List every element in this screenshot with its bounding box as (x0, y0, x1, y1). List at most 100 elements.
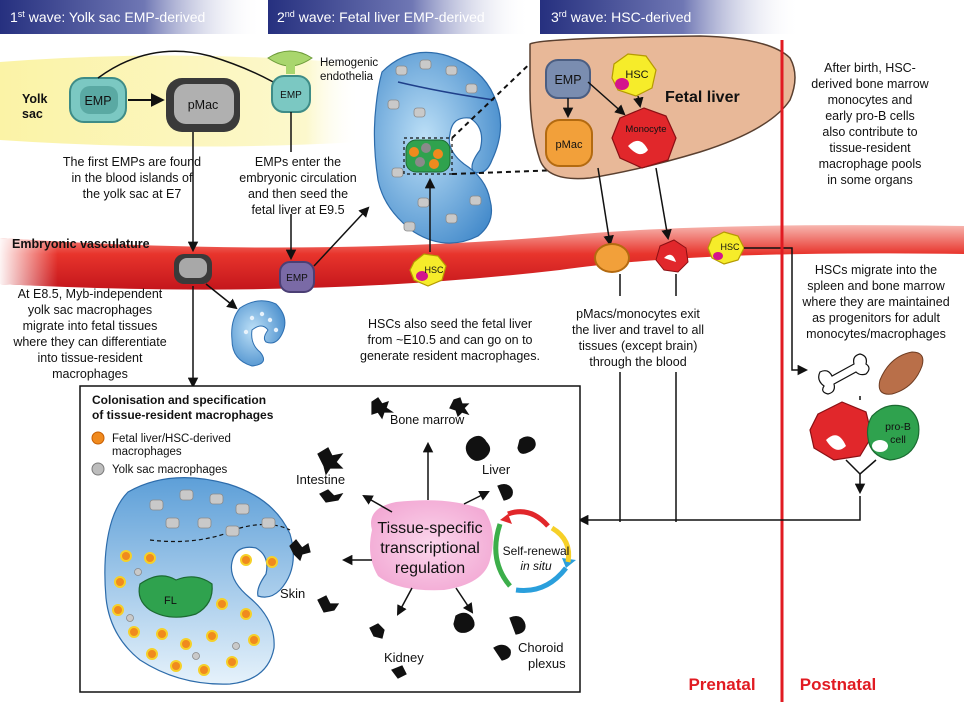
pmac-liver-cell: pMac (545, 119, 593, 167)
svg-text:pMacs/monocytes exit: pMacs/monocytes exit (576, 307, 700, 321)
svg-text:spleen and bone marrow: spleen and bone marrow (807, 279, 946, 293)
svg-text:Yolk sac macrophages: Yolk sac macrophages (112, 464, 228, 476)
svg-text:pro-B: pro-B (885, 421, 911, 433)
svg-text:Embryonic vasculature: Embryonic vasculature (12, 237, 150, 251)
svg-text:monocytes and: monocytes and (828, 93, 913, 107)
monocyte-postnatal-cell (809, 401, 873, 461)
prenatal-label: Prenatal (688, 675, 755, 694)
svg-text:cell: cell (890, 434, 906, 446)
svg-text:embryonic circulation: embryonic circulation (239, 171, 356, 185)
arc-emp-to-hemogenic (97, 50, 291, 93)
svg-text:tissue-resident: tissue-resident (829, 141, 911, 155)
svg-text:Fetal liver/HSC-derived: Fetal liver/HSC-derived (112, 433, 231, 445)
arrow-emp-to-fetal-embryo (313, 206, 370, 267)
svg-text:in some organs: in some organs (827, 173, 912, 187)
svg-text:EMP: EMP (286, 273, 308, 284)
svg-text:After birth, HSC-: After birth, HSC- (824, 61, 916, 75)
svg-text:Colonisation and specification: Colonisation and specification (92, 393, 266, 407)
svg-text:macrophages: macrophages (52, 367, 128, 381)
note-e85: At E8.5, Myb-independent yolk sac macrop… (12, 287, 166, 381)
fetal-embryo (373, 51, 502, 244)
emp-liver-cell: EMP (545, 59, 591, 99)
svg-text:monocytes/macrophages: monocytes/macrophages (806, 327, 946, 341)
svg-text:Hemogenic: Hemogenic (320, 57, 378, 69)
pro-b-cell: pro-B cell (866, 404, 920, 461)
svg-text:pMac: pMac (188, 98, 219, 112)
svg-text:EMP: EMP (280, 90, 302, 101)
wave-header-2: 2nd wave: Fetal liver EMP-derived (268, 0, 530, 34)
svg-text:3rd wave: HSC-derived: 3rd wave: HSC-derived (551, 9, 691, 25)
macrophage-glyphs (289, 397, 536, 679)
arrow-postnatal-to-box (577, 496, 861, 526)
note-emps-enter: EMPs enter the embryonic circulation and… (239, 155, 356, 217)
arrow-pmac-exit (597, 167, 614, 247)
yolk-macrophage-vessel (174, 254, 212, 284)
svg-text:regulation: regulation (395, 560, 465, 577)
svg-text:the yolk sac at E7: the yolk sac at E7 (83, 187, 182, 201)
arrow-hsc-mono-liver (633, 95, 644, 109)
label-kidney: Kidney (384, 650, 424, 665)
svg-text:into tissue-resident: into tissue-resident (38, 351, 143, 365)
svg-text:derived bone marrow: derived bone marrow (811, 77, 929, 91)
svg-text:HSC: HSC (424, 265, 444, 275)
label-skin: Skin (280, 586, 305, 601)
label-bone-marrow: Bone marrow (390, 413, 465, 427)
svg-text:Monocyte: Monocyte (625, 124, 666, 135)
pmac-yolk-cell: pMac (166, 78, 240, 132)
note-pmacs-exit: pMacs/monocytes exit the liver and trave… (572, 307, 704, 369)
pmac-vessel-cell (594, 243, 630, 273)
emp-yolk-cell: EMP (69, 77, 127, 123)
svg-text:macrophage pools: macrophage pools (819, 157, 922, 171)
postnatal-label: Postnatal (800, 675, 877, 694)
monocyte-vessel-cell (655, 239, 689, 273)
join-postnatal (845, 459, 877, 476)
monocyte-liver-cell: Monocyte (611, 107, 677, 169)
svg-text:early pro-B cells: early pro-B cells (825, 109, 915, 123)
svg-text:fetal liver at E9.5: fetal liver at E9.5 (251, 203, 344, 217)
svg-text:migrate into fetal tissues: migrate into fetal tissues (23, 319, 158, 333)
svg-text:Yolk: Yolk (22, 92, 48, 106)
label-intestine: Intestine (296, 472, 345, 487)
svg-text:Self-renewal: Self-renewal (503, 544, 570, 558)
svg-text:tissues (except brain): tissues (except brain) (579, 339, 698, 353)
svg-text:sac: sac (22, 107, 43, 121)
svg-text:EMP: EMP (84, 94, 111, 108)
large-embryo: FL (104, 477, 294, 685)
svg-text:in situ: in situ (520, 559, 552, 573)
emp-hemogenic-cell: EMP (271, 75, 311, 113)
svg-text:HSCs migrate into the: HSCs migrate into the (815, 263, 937, 277)
svg-text:HSC: HSC (720, 242, 740, 252)
spleen-icon (878, 351, 924, 395)
bone-icon (818, 353, 870, 395)
label-choroid-2: plexus (528, 656, 566, 671)
svg-text:FL: FL (164, 595, 177, 607)
hemogenic-endothelia: Hemogenic endothelia (267, 50, 378, 83)
zoom-line-bottom (451, 169, 561, 175)
svg-text:generate resident macrophages.: generate resident macrophages. (360, 349, 540, 363)
small-embryo (231, 300, 286, 367)
svg-text:pMac: pMac (556, 139, 583, 151)
arrow-emp-mono-liver (587, 81, 626, 116)
note-after-birth: After birth, HSC- derived bone marrow mo… (811, 61, 929, 187)
svg-text:EMPs enter the: EMPs enter the (255, 155, 341, 169)
tissue-specific-regulation: Tissue-specific transcriptional regulati… (370, 500, 493, 591)
hsc-liver-cell: HSC (611, 53, 657, 97)
note-hscs-migrate: HSCs migrate into the spleen and bone ma… (801, 263, 949, 341)
svg-text:Tissue-specific: Tissue-specific (377, 520, 482, 537)
hsc-vessel-cell-3: HSC (707, 231, 745, 265)
svg-text:the liver and travel to all: the liver and travel to all (572, 323, 704, 337)
svg-text:2nd wave: Fetal liver EMP-deri: 2nd wave: Fetal liver EMP-derived (277, 9, 485, 25)
svg-text:The first EMPs are found: The first EMPs are found (63, 155, 201, 169)
svg-text:in the blood islands of: in the blood islands of (72, 171, 193, 185)
legend-ys-swatch (91, 462, 105, 476)
svg-text:where they can differentiate: where they can differentiate (12, 335, 166, 349)
arrow-vessel-to-embryo (205, 283, 238, 310)
svg-text:transcriptional: transcriptional (380, 540, 480, 557)
note-first-emps: The first EMPs are found in the blood is… (63, 155, 201, 201)
svg-text:yolk sac macrophages: yolk sac macrophages (28, 303, 152, 317)
svg-text:1st wave: Yolk sac EMP-derived: 1st wave: Yolk sac EMP-derived (10, 9, 205, 25)
svg-text:also contribute to: also contribute to (822, 125, 917, 139)
svg-text:of tissue-resident macrophages: of tissue-resident macrophages (92, 408, 274, 422)
